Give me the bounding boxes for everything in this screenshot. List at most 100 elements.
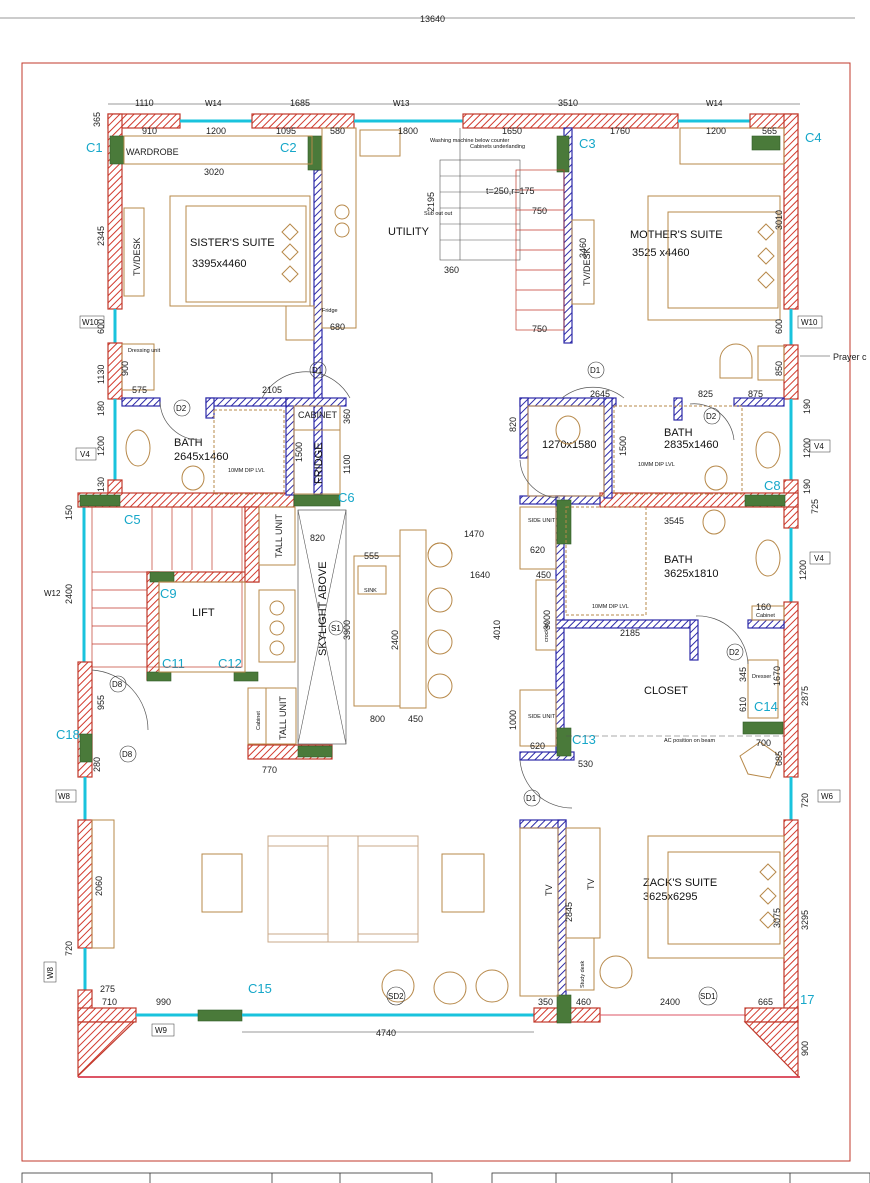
dim-2875: 2875 <box>800 686 810 706</box>
column-bottom <box>197 1009 243 1022</box>
living-tv-unit <box>91 819 115 949</box>
room-sister-name: SISTER'S SUITE <box>190 237 275 249</box>
study-chair <box>599 955 633 989</box>
partition-closet-bottom <box>519 751 575 761</box>
wall-left-5 <box>77 819 93 949</box>
room-utility: UTILITY <box>388 226 430 238</box>
door-tags: D1 D1 D1 D2 D2 D2 D8 D8 SD1 SD2 S1 <box>109 361 744 1006</box>
door-entry <box>91 669 149 731</box>
dim-1130: 1130 <box>96 365 106 384</box>
column-c8 <box>744 494 786 507</box>
window-tag-w8b: W8 <box>46 966 55 979</box>
partition-bath1-top-a <box>121 397 161 407</box>
column-c9 <box>149 571 175 583</box>
door-tag-d8b: D8 <box>122 750 133 759</box>
col-label-c3: C3 <box>579 136 596 151</box>
door-bath1 <box>159 401 201 441</box>
pillows-mother <box>757 223 775 289</box>
pillows-sister <box>281 223 299 283</box>
dip-label-1: 10MM DIP LVL <box>228 468 265 474</box>
dim-750a: 750 <box>532 206 547 216</box>
dim-710: 710 <box>102 997 117 1007</box>
dim-190b: 190 <box>802 479 812 494</box>
wall-top-3 <box>462 113 679 129</box>
tv-desk-right-label: TV/DESK <box>582 247 592 286</box>
dim-1200: 1200 <box>96 436 106 456</box>
dim-1100: 1100 <box>342 455 352 474</box>
dim-720: 720 <box>800 793 810 808</box>
partition-wc-top <box>519 397 617 407</box>
dim-620b: 620 <box>530 741 545 751</box>
room-bath2-size: 2835x1460 <box>664 439 718 451</box>
door-bath2 <box>689 403 735 441</box>
side-unit-2-label: SIDE UNIT <box>528 714 556 720</box>
wc-shower <box>527 405 605 497</box>
dim-1640: 1640 <box>470 570 490 580</box>
room-closet: CLOSET <box>644 685 688 697</box>
hob-1 <box>334 204 350 220</box>
column-c18 <box>79 733 93 763</box>
dim-3460: 3460 <box>578 238 588 258</box>
dim-3545: 3545 <box>664 516 684 526</box>
dim-190: 190 <box>802 399 812 414</box>
column-c2 <box>307 135 323 171</box>
dim-2400c: 2400 <box>660 997 680 1007</box>
room-zack-name: ZACK'S SUITE <box>643 877 717 889</box>
col-label-c11: C11 <box>162 656 185 671</box>
shower-bath2 <box>613 405 743 495</box>
wardrobe-mother <box>679 127 785 165</box>
col-label-17: 17 <box>800 992 814 1007</box>
door-sister <box>261 371 351 399</box>
top-dim-1: 1110 <box>135 98 154 108</box>
column-c3 <box>556 135 570 173</box>
ac-label: AC position on beam <box>664 738 715 744</box>
partition-wc-left <box>519 397 529 459</box>
skylight-diag-2 <box>297 509 347 745</box>
dim-1470: 1470 <box>464 529 484 539</box>
door-tag-d1b: D1 <box>590 366 601 375</box>
room-mother-size: 3525 x4460 <box>632 247 690 259</box>
window-tag-w8a: W8 <box>58 792 71 801</box>
col-label-c4: C4 <box>805 130 822 145</box>
partition-cabinet-top <box>285 397 347 407</box>
col-label-c1: C1 <box>86 140 103 155</box>
dim-850: 850 <box>774 361 784 376</box>
column-c1 <box>109 135 125 165</box>
dresser-unit <box>747 659 779 719</box>
dim-990: 990 <box>156 997 171 1007</box>
side-unit-1-label: SIDE UNIT <box>528 518 556 524</box>
door-tag-d2c: D2 <box>729 648 740 657</box>
dim-150: 150 <box>64 505 74 520</box>
dressing-unit <box>121 343 155 391</box>
cabinets-landing-label: Cabinets underlanding <box>470 144 525 150</box>
dimensions: 365 910 1200 1095 580 1800 1650 1760 120… <box>64 112 820 1056</box>
dim-680: 680 <box>330 322 345 332</box>
wc-bath1 <box>181 465 205 491</box>
dim-180: 180 <box>96 401 106 416</box>
basin-bath1 <box>125 429 151 467</box>
utility-counter <box>321 127 357 329</box>
dim-450b: 450 <box>408 714 423 724</box>
room-bath1-size: 2645x1460 <box>174 451 228 463</box>
door-zack <box>519 759 573 809</box>
crockery-label: crockery <box>544 621 550 642</box>
living-chairs <box>381 969 509 1005</box>
dim-700: 700 <box>756 738 771 748</box>
dim-685: 685 <box>774 751 784 766</box>
living-side-left <box>201 853 243 913</box>
col-label-c14: C14 <box>754 699 778 714</box>
dim-1800: 1800 <box>398 126 418 136</box>
column-c12 <box>233 671 259 682</box>
dim-1200c: 1200 <box>798 560 808 580</box>
dim-3010: 3010 <box>774 210 784 230</box>
wc-toilet <box>555 415 581 445</box>
dim-600a: 600 <box>96 319 106 334</box>
cabinet-kitchen-label: Cabinet <box>256 711 262 730</box>
stair-wall-right <box>244 506 260 583</box>
door-tag-s1: S1 <box>331 624 341 633</box>
plot-line <box>78 1076 800 1078</box>
dim-825: 825 <box>698 389 713 399</box>
wall-right-2 <box>783 344 799 400</box>
island-sink <box>357 565 387 595</box>
room-bath3-size: 3625x1810 <box>664 568 718 580</box>
